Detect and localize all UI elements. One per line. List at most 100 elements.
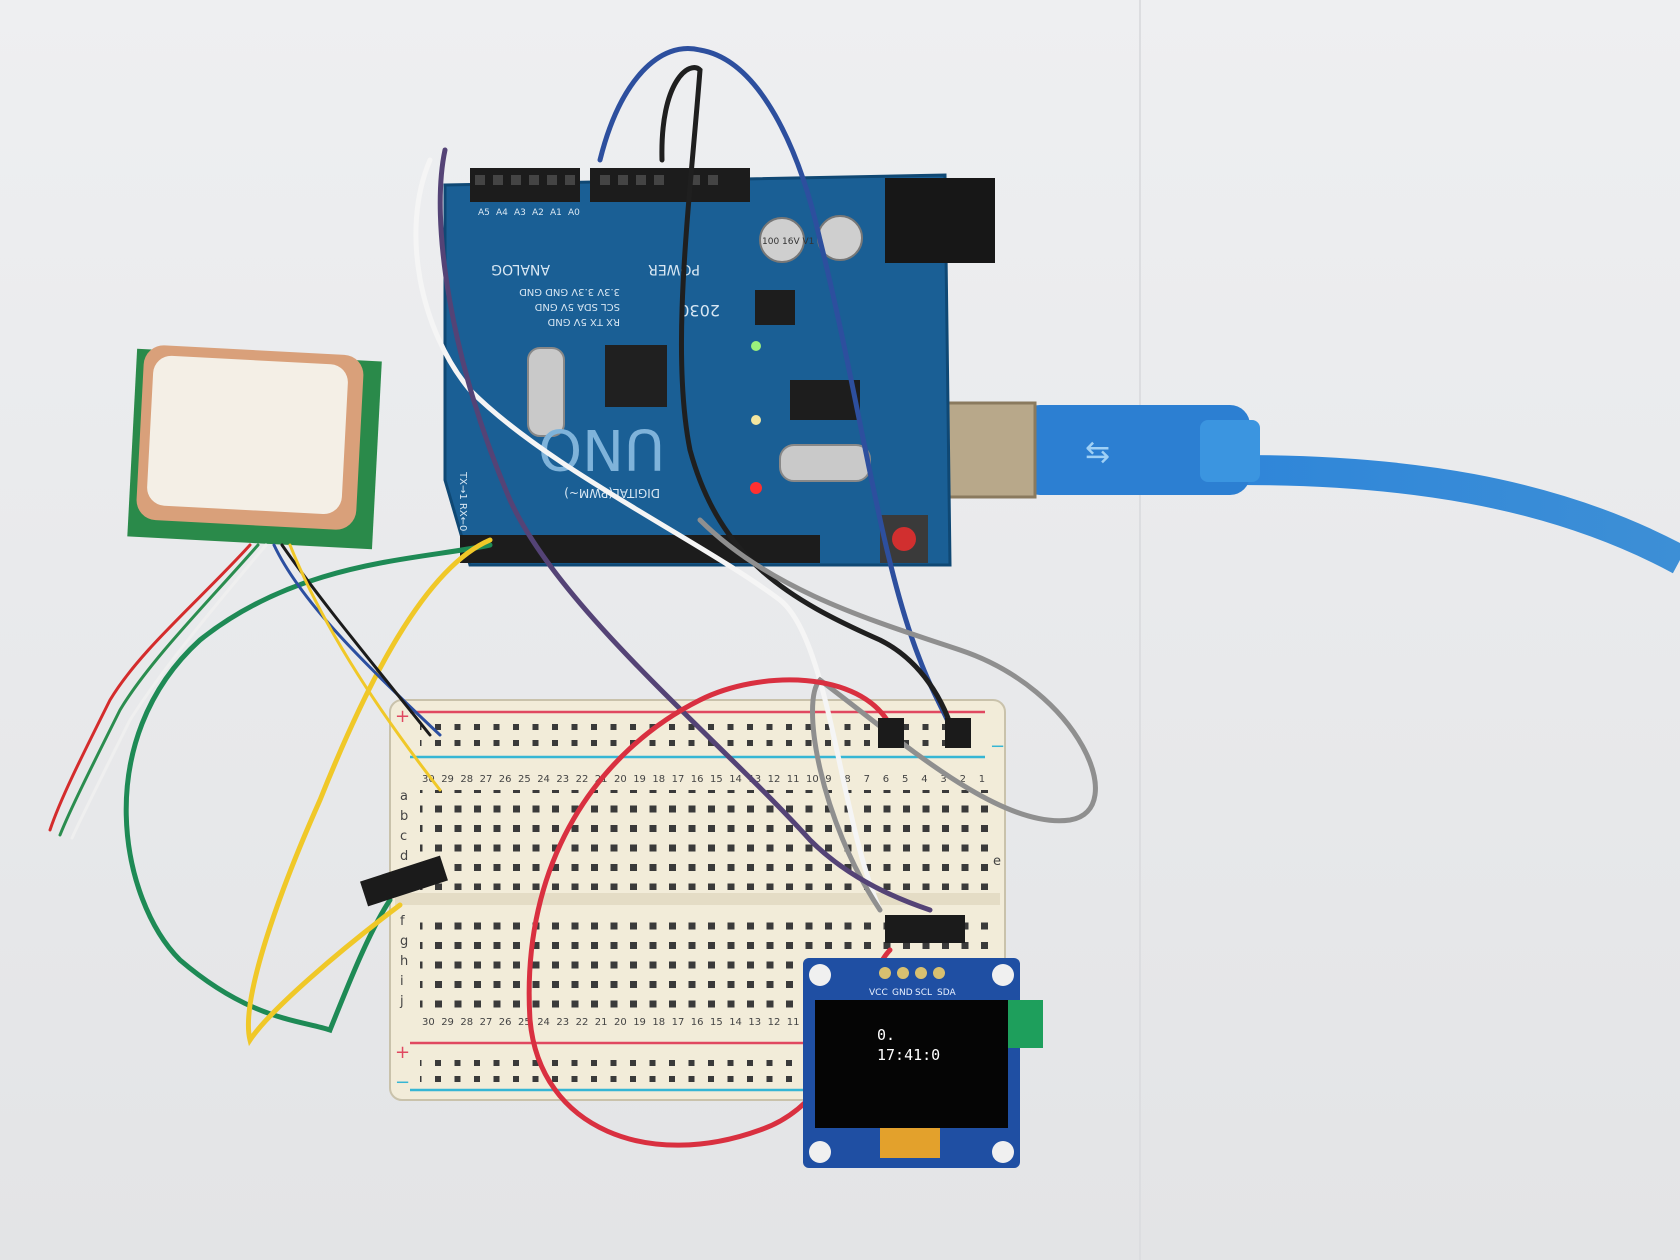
column-number: 13 <box>748 1017 761 1028</box>
column-number: 11 <box>787 774 800 785</box>
column-number: 19 <box>633 1017 646 1028</box>
wire-blue <box>597 46 958 743</box>
column-number: 12 <box>768 774 781 785</box>
wire-green <box>123 542 493 1034</box>
column-number: 16 <box>691 774 704 785</box>
rail-minus: − <box>990 736 1005 757</box>
oled-ribbon <box>880 1128 940 1158</box>
rail-minus-bottom: − <box>395 1072 410 1093</box>
row-letter: c <box>400 829 407 844</box>
uno-logo: UNO <box>538 416 665 481</box>
column-number: 11 <box>787 1017 800 1028</box>
crystal <box>527 347 565 437</box>
reset-button <box>892 527 916 551</box>
row-letter: i <box>400 974 404 989</box>
row-letter: h <box>400 954 408 969</box>
column-number: 19 <box>633 774 646 785</box>
pin-label: A5 <box>478 208 490 218</box>
column-number: 29 <box>441 1017 454 1028</box>
atmega-chip <box>605 345 667 407</box>
analog-header <box>470 168 580 202</box>
gps-module <box>127 345 382 550</box>
column-number: 22 <box>576 1017 589 1028</box>
column-number: 20 <box>614 1017 627 1028</box>
pin-label: A2 <box>532 208 544 218</box>
jumper-connector <box>945 718 971 748</box>
oled-flex-tab <box>1005 1000 1043 1048</box>
column-number: 7 <box>864 774 870 785</box>
i2c-row-2: SCL SDA 5V GND <box>534 301 620 312</box>
power-header <box>590 168 750 202</box>
oled-pin-label: VCC <box>869 988 888 998</box>
jumper-connector <box>360 855 448 907</box>
column-number: 14 <box>729 774 742 785</box>
led-l <box>751 341 761 351</box>
pin-label: A0 <box>568 208 580 218</box>
column-number: 6 <box>883 774 889 785</box>
oled-line-2: 17:41:0 <box>877 1046 940 1064</box>
oled-pin-label: SDA <box>937 988 956 998</box>
row-letter: b <box>400 809 408 824</box>
column-number: 4 <box>921 774 927 785</box>
column-number: 23 <box>556 774 569 785</box>
column-number: 18 <box>652 774 665 785</box>
column-number: 21 <box>595 1017 608 1028</box>
column-number: 12 <box>768 1017 781 1028</box>
column-number: 25 <box>518 1017 531 1028</box>
wire-gps-bundle <box>48 543 252 832</box>
column-number: 30 <box>422 774 435 785</box>
row-letter: g <box>400 934 408 949</box>
column-number: 20 <box>614 774 627 785</box>
column-number: 14 <box>729 1017 742 1028</box>
digital-header <box>460 535 820 563</box>
regulator <box>755 290 795 325</box>
wire-gps-bundle <box>58 543 260 837</box>
led-tx <box>751 415 761 425</box>
gps-antenna <box>147 355 348 515</box>
row-letter: j <box>399 994 404 1009</box>
column-number: 1 <box>979 774 985 785</box>
column-number: 26 <box>499 774 512 785</box>
wire-gray <box>697 517 1098 913</box>
wire-gps-bundle <box>272 543 442 737</box>
oled-pin-label: SCL <box>915 988 932 998</box>
arduino-uno-board: 100 16V V1 UNO ANALOG POWER 2030 DIGITAL… <box>443 168 995 567</box>
wire-white <box>413 157 883 913</box>
oled-pin-label: GND <box>892 988 913 998</box>
pin-label: A1 <box>550 208 562 218</box>
power-label: POWER <box>648 261 700 277</box>
column-number: 9 <box>825 774 831 785</box>
oled-module: VCC GND SCL SDA 0. 17:41:0 <box>803 958 1043 1168</box>
column-number: 25 <box>518 774 531 785</box>
column-number: 22 <box>576 774 589 785</box>
row-letter: d <box>400 849 408 864</box>
crystal <box>779 444 871 482</box>
capacitor <box>759 217 805 263</box>
svg-text:⇆: ⇆ <box>1085 435 1110 470</box>
pin-label: A4 <box>496 208 508 218</box>
jumper-connector <box>878 718 904 748</box>
usb-chip <box>790 380 860 420</box>
column-number: 26 <box>499 1017 512 1028</box>
column-number: 27 <box>480 1017 493 1028</box>
usb-cable: ⇆ <box>883 401 1680 574</box>
wire-gps-bundle <box>288 543 442 792</box>
column-number: 28 <box>460 1017 473 1028</box>
column-number: 27 <box>480 774 493 785</box>
column-number: 8 <box>844 774 850 785</box>
analog-label: ANALOG <box>491 261 550 277</box>
column-number: 5 <box>902 774 908 785</box>
column-number: 18 <box>652 1017 665 1028</box>
wire-gps-bundle <box>280 543 432 737</box>
oled-screen <box>815 1000 1008 1128</box>
capacitor-label: 100 16V V1 <box>762 237 814 247</box>
column-number: 24 <box>537 1017 550 1028</box>
wire-purple <box>437 147 933 913</box>
i2c-row-3: RX TX 5V GND <box>547 316 620 327</box>
column-number: 2 <box>960 774 966 785</box>
column-number: 24 <box>537 774 550 785</box>
led-power <box>750 482 762 494</box>
jumper-connector <box>885 915 965 943</box>
